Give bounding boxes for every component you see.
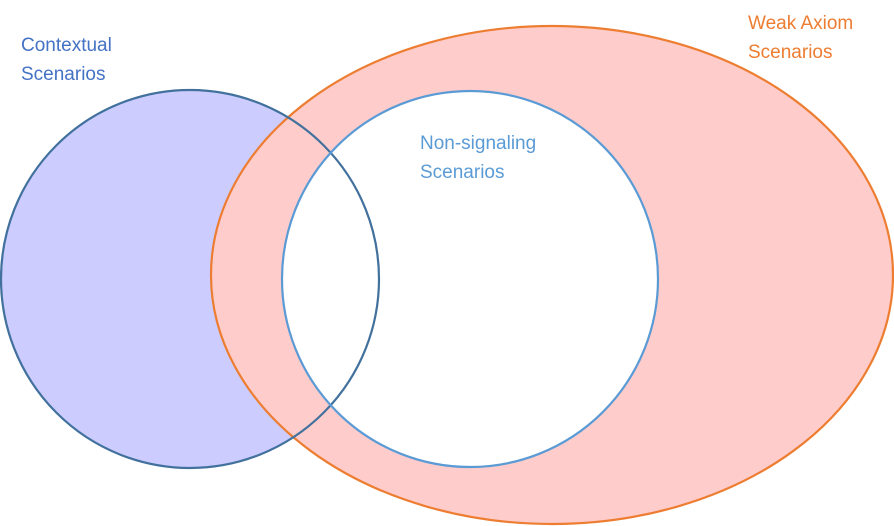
nonsignaling-set-outline	[280, 89, 660, 469]
contextual-label-line-2: Scenarios	[21, 64, 106, 85]
weak-axiom-set-outline	[210, 24, 894, 526]
weak-axiom-label-line-2: Scenarios	[748, 42, 833, 63]
contextual-label-line-1: Contextual	[21, 35, 112, 56]
nonsignaling-set-fill	[282, 91, 658, 467]
nonsignaling-label-line-2: Scenarios	[420, 162, 505, 183]
nonsignaling-label-line-1: Non-signaling	[420, 133, 537, 154]
weak-axiom-label-line-1: Weak Axiom	[748, 13, 854, 34]
contextual-set-outline	[0, 88, 381, 470]
weak-axiom-scenarios-label: Weak Axiom Scenarios	[748, 9, 853, 67]
contextual-scenarios-label: Contextual Scenarios	[21, 31, 112, 89]
nonsignaling-scenarios-label: Non-signaling Scenarios	[420, 129, 536, 187]
